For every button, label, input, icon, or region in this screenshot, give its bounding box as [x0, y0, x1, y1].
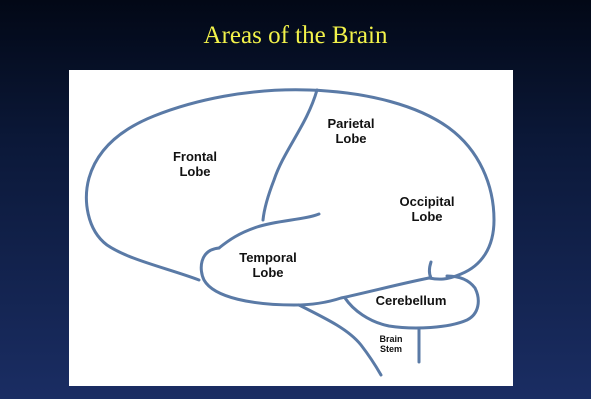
- lateral-sulcus: [219, 214, 319, 248]
- brain-stem-label: Brain Stem: [371, 334, 411, 355]
- occipital-notch: [430, 262, 432, 278]
- brain-diagram-panel: Frontal Lobe Parietal Lobe Occipital Lob…: [69, 70, 513, 386]
- slide-title: Areas of the Brain: [0, 22, 591, 50]
- temporal-lobe-label: Temporal Lobe: [229, 251, 307, 281]
- central-sulcus: [263, 90, 317, 220]
- brain-outline-drawing: [69, 70, 513, 386]
- cerebellum-label: Cerebellum: [369, 294, 453, 309]
- parietal-lobe-label: Parietal Lobe: [313, 117, 389, 147]
- frontal-lobe-label: Frontal Lobe: [159, 150, 231, 180]
- occipital-lobe-label: Occipital Lobe: [387, 195, 467, 225]
- brainstem-left: [299, 305, 381, 375]
